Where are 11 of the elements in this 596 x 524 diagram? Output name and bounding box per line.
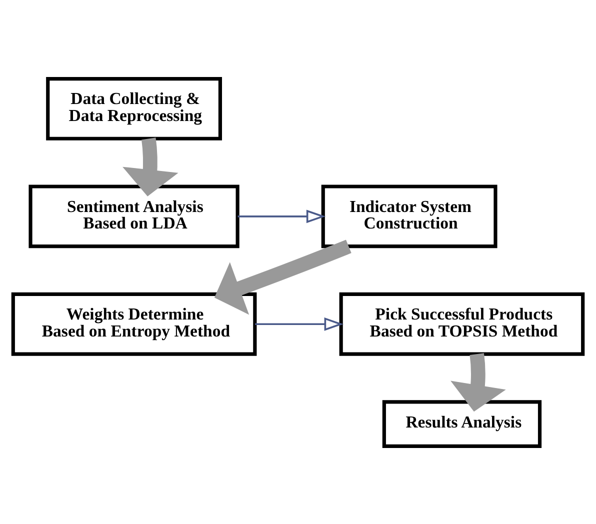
- node-box: Results Analysis: [382, 400, 542, 448]
- node-box: Sentiment Analysis Based on LDA: [28, 184, 240, 248]
- node-box: Indicator System Construction: [321, 184, 498, 248]
- arrow: [214, 239, 352, 314]
- arrow: [122, 137, 178, 196]
- arrow: [450, 352, 506, 412]
- node-box: Pick Successful Products Based on TOPSIS Method: [339, 292, 585, 356]
- node-box: Data Collecting & Data Reprocessing: [46, 76, 222, 140]
- arrow: [255, 316, 344, 330]
- node-box: Weights Determine Based on Entropy Method: [11, 292, 257, 356]
- arrow: [238, 209, 326, 223]
